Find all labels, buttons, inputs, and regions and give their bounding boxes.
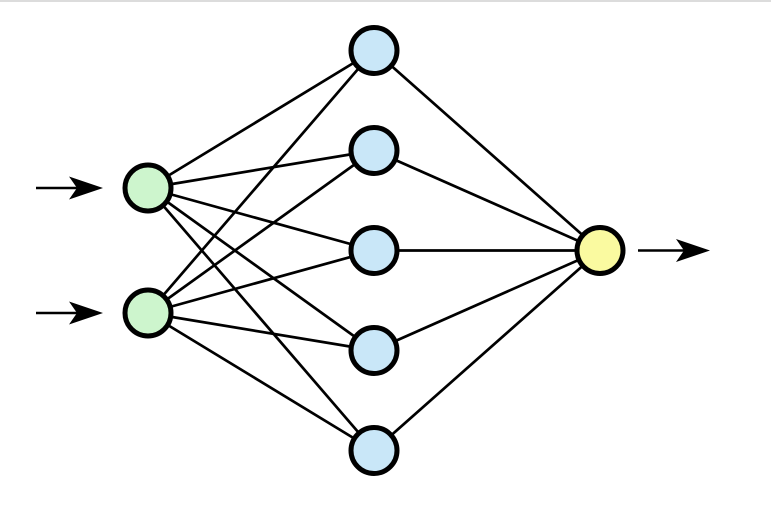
- hidden-node-5: [348, 425, 400, 476]
- edge-hidden1-output1: [373, 49, 601, 252]
- input-arrow-2-head-icon: [69, 301, 103, 325]
- hidden-node-2: [348, 125, 400, 176]
- input-node-2: [122, 287, 174, 339]
- hidden-node-3: [348, 225, 400, 276]
- edge-input1-hidden1: [147, 49, 375, 190]
- edge-input2-hidden3: [147, 249, 375, 315]
- output-node-1: [574, 225, 626, 276]
- edge-input2-hidden1: [146, 49, 376, 314]
- edge-input1-hidden4: [147, 186, 375, 352]
- input-node-1: [122, 162, 174, 214]
- edge-hidden5-output1: [373, 249, 601, 452]
- edge-hidden2-output1: [373, 149, 601, 252]
- window-top-edge: [0, 0, 771, 2]
- edge-input1-hidden2: [147, 149, 375, 190]
- edge-hidden4-output1: [373, 249, 601, 352]
- input-arrow-1-head-icon: [69, 176, 103, 200]
- output-arrow-head-icon: [676, 239, 710, 262]
- edge-input1-hidden3: [147, 186, 375, 252]
- edge-input2-hidden4: [147, 311, 375, 352]
- hidden-node-4: [348, 325, 400, 376]
- edge-input2-hidden5: [147, 311, 375, 452]
- edge-input2-hidden2: [147, 149, 375, 315]
- hidden-node-1: [348, 25, 400, 76]
- edge-input1-hidden5: [146, 187, 376, 452]
